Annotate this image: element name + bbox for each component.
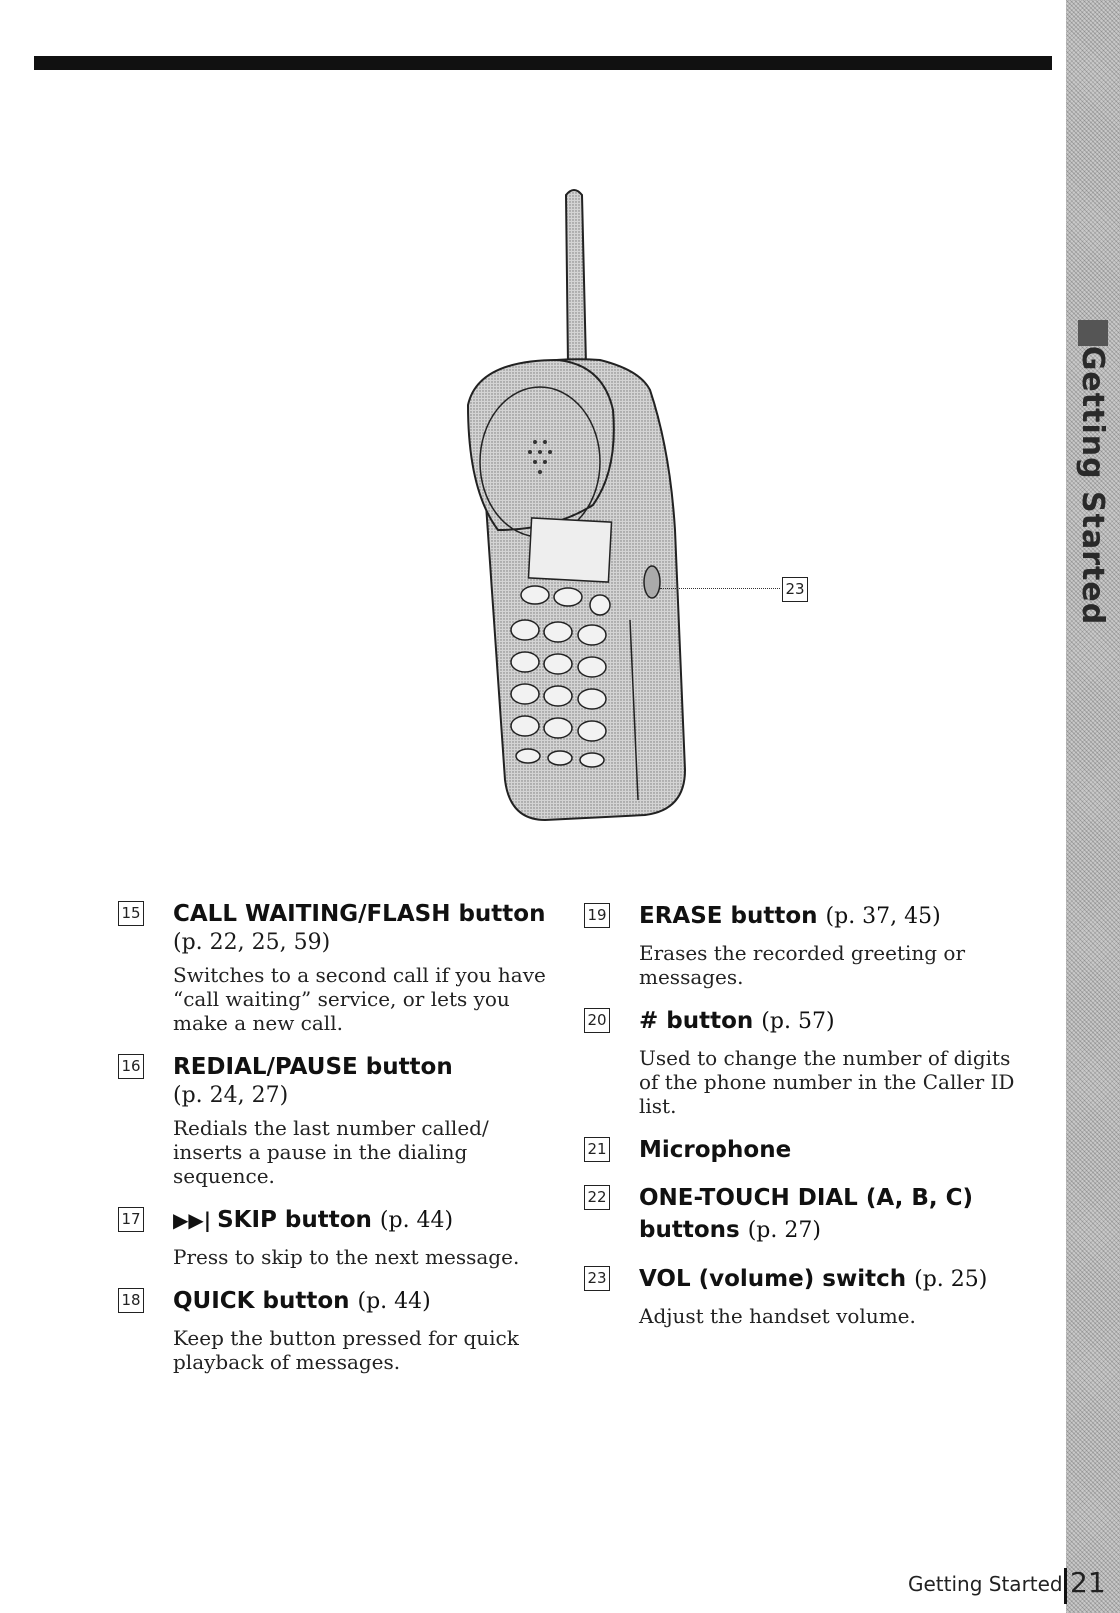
item-number: 15: [118, 901, 144, 926]
item-description: Redials the last number called/ inserts …: [173, 1116, 489, 1188]
item-20: 20 # button (p. 57) Used to change the n…: [584, 1005, 1024, 1118]
item-title: CALL WAITING/FLASH button: [173, 901, 546, 927]
item-pages: (p. 27): [747, 1218, 821, 1243]
page-number: 21: [1070, 1566, 1106, 1599]
item-23: 23 VOL (volume) switch (p. 25) Adjust th…: [584, 1263, 1024, 1328]
item-pages: (p. 44): [379, 1208, 454, 1233]
item-pages: (p. 25): [914, 1267, 988, 1292]
item-19: 19 ERASE button (p. 37, 45) Erases the r…: [584, 900, 1024, 989]
callout-line: [660, 588, 780, 589]
left-column: 15 CALL WAITING/FLASH button (p. 22, 25,…: [118, 898, 558, 1390]
item-17: 17 ▶▶|SKIP button (p. 44) Press to skip …: [118, 1204, 558, 1269]
top-rule: [34, 56, 1052, 70]
item-description: Switches to a second call if you have “c…: [173, 963, 546, 1035]
item-18: 18 QUICK button (p. 44) Keep the button …: [118, 1285, 558, 1374]
item-title: ERASE button: [639, 903, 818, 929]
item-title: Microphone: [639, 1137, 792, 1163]
right-column: 19 ERASE button (p. 37, 45) Erases the r…: [584, 900, 1024, 1344]
item-number: 18: [118, 1288, 144, 1313]
item-pages: (p. 44): [357, 1289, 431, 1314]
skip-icon: ▶▶|: [173, 1208, 212, 1232]
item-pages: (p. 24, 27): [173, 1083, 289, 1108]
item-15: 15 CALL WAITING/FLASH button (p. 22, 25,…: [118, 898, 558, 1035]
item-16: 16 REDIAL/PAUSE button (p. 24, 27) Redia…: [118, 1051, 558, 1188]
callout-number-badge: 23: [782, 577, 808, 602]
item-description: Press to skip to the next message.: [173, 1245, 520, 1269]
side-band: [1066, 0, 1120, 1613]
item-description: Erases the recorded greeting or messages…: [639, 941, 966, 989]
item-description: Adjust the handset volume.: [639, 1304, 916, 1328]
section-tab-marker: [1078, 320, 1108, 346]
item-number: 16: [118, 1054, 144, 1079]
item-number: 21: [584, 1137, 610, 1162]
section-tab: Getting Started: [1066, 320, 1120, 650]
item-pages: (p. 37, 45): [825, 904, 941, 929]
footer-section-label: Getting Started: [908, 1572, 1063, 1596]
item-title: SKIP button: [217, 1207, 372, 1233]
item-description: Used to change the number of digits of t…: [639, 1046, 1015, 1118]
item-pages: (p. 57): [761, 1009, 835, 1034]
item-title: # button: [639, 1008, 754, 1034]
item-description: Keep the button pressed for quick playba…: [173, 1326, 519, 1374]
item-number: 22: [584, 1185, 610, 1210]
item-number: 19: [584, 903, 610, 928]
item-21: 21 Microphone: [584, 1134, 1024, 1166]
item-title: ONE-TOUCH DIAL (A, B, C) buttons: [639, 1185, 973, 1243]
item-title: QUICK button: [173, 1288, 350, 1314]
item-number: 17: [118, 1207, 144, 1232]
callout-number: 23: [782, 577, 808, 602]
item-title: REDIAL/PAUSE button: [173, 1054, 453, 1080]
item-title: VOL (volume) switch: [639, 1266, 907, 1292]
item-22: 22 ONE-TOUCH DIAL (A, B, C) buttons (p. …: [584, 1182, 1024, 1247]
footer-separator: [1064, 1568, 1067, 1604]
item-number: 20: [584, 1008, 610, 1033]
item-number: 23: [584, 1266, 610, 1291]
handset-illustration: [466, 189, 687, 822]
section-tab-label: Getting Started: [1075, 345, 1111, 625]
item-pages: (p. 22, 25, 59): [173, 930, 331, 955]
